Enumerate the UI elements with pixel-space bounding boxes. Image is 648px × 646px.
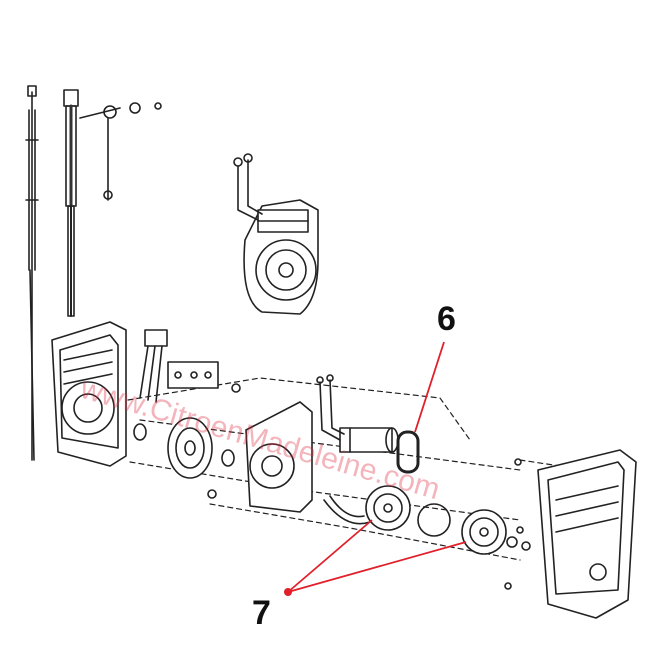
leader-lines (287, 341, 467, 593)
screw-set-icon (207, 383, 524, 590)
housing-cover-icon (537, 449, 637, 619)
callout-6: 6 (437, 300, 456, 338)
center-housing-icon (245, 401, 371, 525)
left-housing-icon (51, 321, 127, 467)
telescopic-rod-icon (25, 85, 39, 461)
antenna-mast-icon (63, 89, 162, 317)
spool-gear-icon (365, 485, 531, 555)
assembled-motor-icon (233, 153, 319, 315)
terminal-block-icon (139, 329, 219, 403)
callout-dot (284, 588, 292, 596)
callout-7: 7 (252, 594, 271, 632)
drive-belt-icon (396, 430, 420, 474)
antenna-motor-icon (316, 374, 399, 453)
reel-gear-icon (133, 417, 235, 479)
